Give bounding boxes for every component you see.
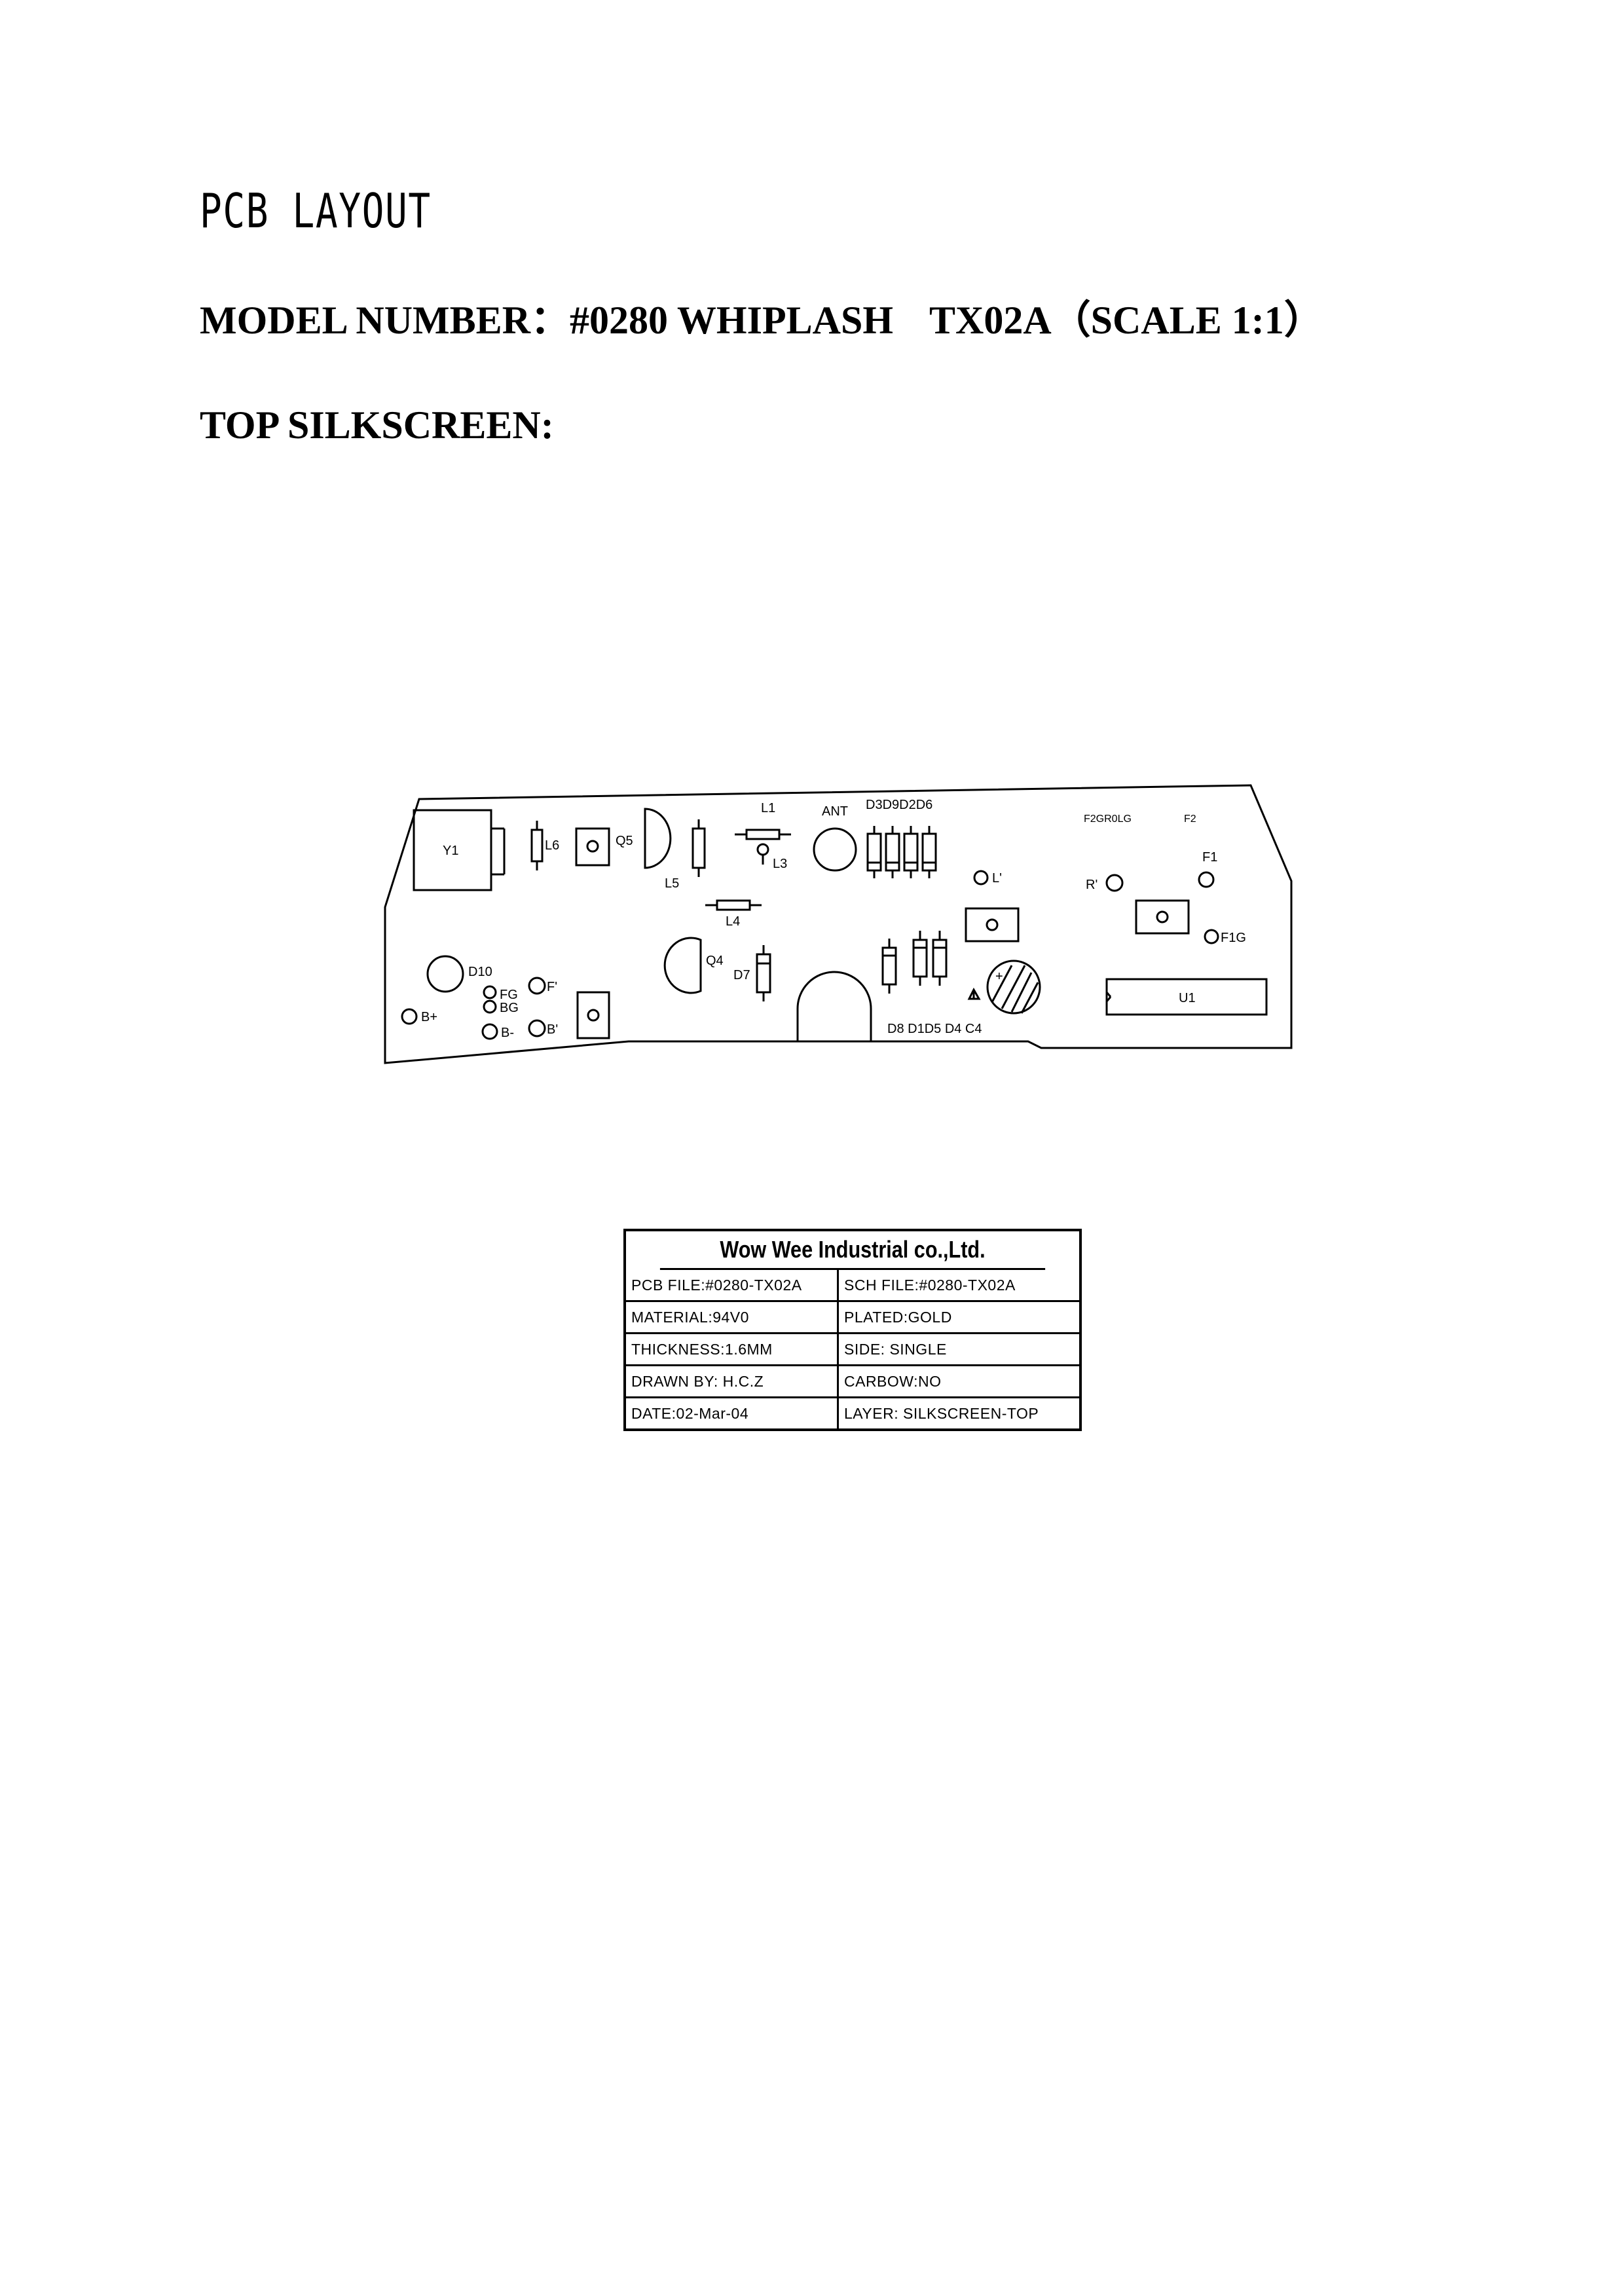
title-block-cell: SIDE: SINGLE bbox=[844, 1341, 947, 1358]
label-bg: BG bbox=[500, 1001, 519, 1015]
title-block-cell: DATE:02-Mar-04 bbox=[626, 1398, 839, 1428]
label-d3d9d2d6: D3D9D2D6 bbox=[866, 798, 932, 812]
title-block-cell: THICKNESS:1.6MM bbox=[626, 1334, 839, 1364]
label-b-prime: B' bbox=[547, 1022, 558, 1037]
label-l-prime: L' bbox=[992, 871, 1002, 886]
board-outline bbox=[384, 784, 1293, 1064]
label-l5: L5 bbox=[665, 876, 679, 891]
label-r-prime: R' bbox=[1086, 878, 1098, 892]
l4-resistor bbox=[716, 899, 751, 911]
diode-group-bottom bbox=[881, 931, 948, 994]
title-block-row: DATE:02-Mar-04 LAYER: SILKSCREEN-TOP bbox=[626, 1398, 1079, 1428]
d10-led bbox=[426, 955, 464, 993]
label-b-plus: B+ bbox=[421, 1010, 437, 1024]
label-l1: L1 bbox=[761, 801, 775, 815]
d7-diode bbox=[756, 953, 771, 994]
title-block-row: DRAWN BY: H.C.Z CARBOW:NO bbox=[626, 1366, 1079, 1398]
label-l6: L6 bbox=[545, 838, 559, 853]
title-block-cell: PCB FILE:#0280-TX02A bbox=[626, 1270, 839, 1300]
label-y1: Y1 bbox=[443, 844, 458, 858]
page-title: PCB LAYOUT bbox=[200, 183, 432, 238]
title-block-row: THICKNESS:1.6MM SIDE: SINGLE bbox=[626, 1334, 1079, 1366]
y1-crystal bbox=[413, 809, 492, 891]
label-f1: F1 bbox=[1202, 850, 1217, 865]
model-number-heading: MODEL NUMBER：#0280 WHIPLASH TX02A（SCALE 1… bbox=[200, 288, 1323, 345]
title-block: Wow Wee Industrial co.,Ltd. PCB FILE:#02… bbox=[623, 1229, 1082, 1431]
ant-pad bbox=[813, 827, 857, 872]
model-number-suffix: TX02A（SCALE 1:1） bbox=[929, 299, 1323, 342]
q5-pad bbox=[575, 827, 610, 867]
q5-transistor bbox=[644, 808, 672, 869]
q4-transistor bbox=[663, 937, 702, 994]
title-block-cell: PLATED:GOLD bbox=[844, 1309, 952, 1326]
u1-ic bbox=[1105, 978, 1268, 1016]
title-block-row: MATERIAL:94V0 PLATED:GOLD bbox=[626, 1302, 1079, 1334]
title-block-cell: LAYER: SILKSCREEN-TOP bbox=[844, 1405, 1039, 1422]
label-fg: FG bbox=[500, 988, 518, 1002]
label-d8d1d5d4c4: D8 D1D5 D4 C4 bbox=[887, 1022, 982, 1036]
l1-resistor bbox=[745, 829, 781, 840]
l6-resistor bbox=[530, 829, 544, 863]
c4-capacitor bbox=[986, 960, 1041, 1015]
label-q4: Q4 bbox=[706, 954, 724, 968]
label-u1: U1 bbox=[1179, 991, 1196, 1005]
label-f-prime: F' bbox=[547, 980, 557, 994]
label-plus: + bbox=[995, 969, 1003, 984]
title-block-cell: DRAWN BY: H.C.Z bbox=[626, 1366, 839, 1396]
center-pad bbox=[965, 907, 1020, 942]
label-f1g: F1G bbox=[1221, 931, 1246, 945]
pcb-silkscreen-diagram: Y1 L6 Q5 L5 L1 L3 ANT D3D9D2D6 L' L4 F2G… bbox=[384, 784, 1293, 1064]
title-block-row: PCB FILE:#0280-TX02A SCH FILE:#0280-TX02… bbox=[626, 1270, 1079, 1302]
label-b-minus: B- bbox=[501, 1026, 514, 1040]
title-block-company: Wow Wee Industrial co.,Ltd. bbox=[659, 1231, 1046, 1270]
board-cutout bbox=[796, 971, 872, 1041]
f1g-pad bbox=[1135, 899, 1190, 935]
label-f2gr0lg: F2GR0LG bbox=[1084, 813, 1132, 825]
label-q5: Q5 bbox=[616, 834, 633, 848]
label-d7: D7 bbox=[733, 968, 750, 982]
lower-left-pad bbox=[576, 991, 610, 1039]
label-d10: D10 bbox=[468, 965, 492, 979]
label-l4: L4 bbox=[726, 914, 740, 929]
label-l3: L3 bbox=[773, 857, 787, 871]
label-f2: F2 bbox=[1184, 813, 1196, 825]
title-block-cell: CARBOW:NO bbox=[844, 1373, 942, 1390]
title-block-cell: SCH FILE:#0280-TX02A bbox=[844, 1277, 1016, 1294]
section-heading: TOP SILKSCREEN: bbox=[200, 403, 554, 447]
label-ant: ANT bbox=[822, 804, 848, 819]
model-number-label: MODEL NUMBER：#0280 WHIPLASH bbox=[200, 299, 893, 342]
title-block-cell: MATERIAL:94V0 bbox=[626, 1302, 839, 1332]
l5-resistor bbox=[692, 827, 706, 869]
diode-group-top bbox=[866, 826, 937, 878]
